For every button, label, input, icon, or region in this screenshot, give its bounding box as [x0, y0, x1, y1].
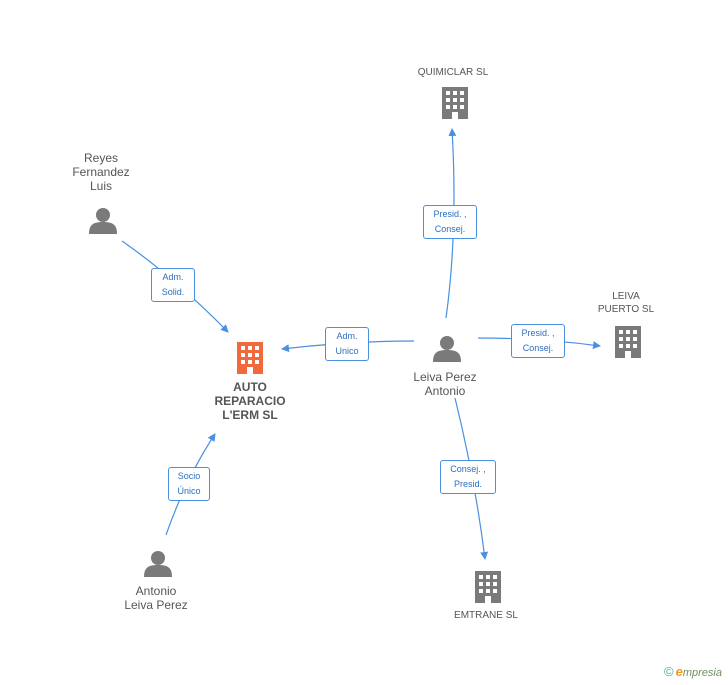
leiva-puerto-building-icon[interactable] [615, 326, 641, 358]
brand-logo-rest: mpresia [682, 667, 722, 679]
edge-label-antonio_leiva-to-auto_reparacio[interactable]: Socio Único [168, 467, 210, 501]
quimiclar-building-icon[interactable] [442, 87, 468, 119]
node-label-auto-reparacio[interactable]: AUTO REPARACIO L'ERM SL [214, 380, 286, 422]
brand-logo-e: e [675, 664, 683, 679]
empresia-brand: ©empresia [664, 664, 722, 679]
node-label-leiva-puerto[interactable]: LEIVA PUERTO SL [597, 291, 655, 315]
emtrane-building-icon[interactable] [475, 571, 501, 603]
node-label-antonio-leiva[interactable]: Antonio Leiva Perez [124, 584, 188, 612]
leiva-antonio-person-icon[interactable] [433, 336, 461, 362]
copyright-symbol: © [664, 664, 674, 679]
antonio-leiva-person-icon[interactable] [144, 551, 172, 577]
edge-label-leiva_antonio-to-emtrane[interactable]: Consej. , Presid. [440, 460, 496, 494]
edge-label-leiva_antonio-to-auto_reparacio[interactable]: Adm. Unico [325, 327, 369, 361]
reyes-person-icon[interactable] [89, 208, 117, 234]
edge-label-reyes-to-auto_reparacio[interactable]: Adm. Solid. [151, 268, 195, 302]
node-label-quimiclar[interactable]: QUIMICLAR SL [417, 67, 489, 78]
auto-reparacio-building-icon[interactable] [237, 342, 263, 374]
edge-label-leiva_antonio-to-leiva_puerto[interactable]: Presid. , Consej. [511, 324, 565, 358]
node-label-leiva-antonio[interactable]: Leiva Perez Antonio [413, 370, 477, 398]
node-label-reyes[interactable]: Reyes Fernandez Luis [72, 151, 130, 193]
edge-label-leiva_antonio-to-quimiclar[interactable]: Presid. , Consej. [423, 205, 477, 239]
node-label-emtrane[interactable]: EMTRANE SL [454, 610, 518, 621]
